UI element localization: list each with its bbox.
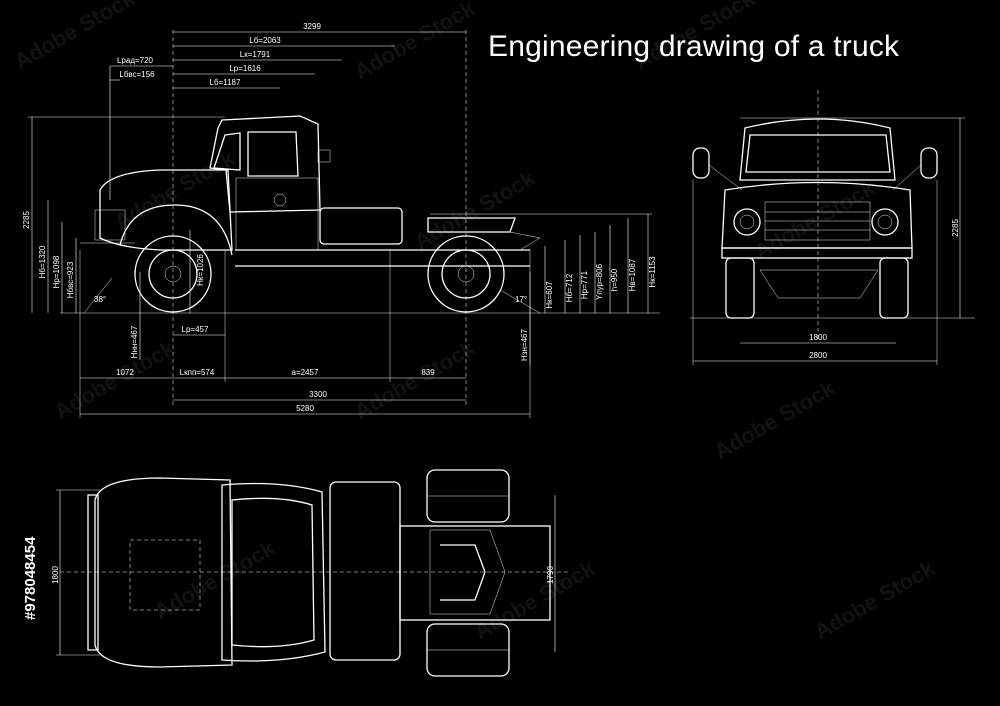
front-hood	[721, 181, 913, 249]
front-axle	[759, 269, 879, 299]
dim-839: 839	[421, 368, 435, 377]
top-dim-rear-1790: 1790	[546, 566, 555, 584]
dim-hv-1087: Hв=1087	[628, 258, 637, 291]
mirror-arm-right	[892, 164, 922, 191]
top-cab-roof	[231, 497, 315, 648]
page-title: Engineering drawing of a truck	[488, 30, 900, 63]
front-wheel-left	[725, 257, 755, 319]
front-cab-roof	[739, 118, 896, 181]
top-view: 1800 1790	[51, 469, 570, 677]
front-wheel-rim	[148, 249, 198, 299]
dim-lr-1616: Lр=1616	[229, 64, 261, 73]
front-wheel-right	[879, 257, 909, 319]
dim-lkpp-574: Lкпп=574	[180, 368, 215, 377]
side-bottom-dimensions: Lр=457 1072 Lкпп=574 a=2457 839 3300 528…	[79, 250, 531, 418]
dim-lb-1187: Lб=1187	[210, 78, 241, 87]
top-coupling	[440, 544, 486, 601]
front-fender	[119, 204, 233, 256]
grille-side	[94, 209, 126, 241]
watermark: Adobe Stock	[150, 535, 280, 624]
stock-id-label: #978048454	[2, 470, 39, 620]
top-cab	[221, 482, 326, 662]
dim-1072: 1072	[116, 368, 134, 377]
front-view: 2285 1800 2800	[690, 90, 975, 365]
departure-angle-line	[499, 289, 541, 314]
windshield	[213, 132, 241, 171]
top-fifth-wheel	[429, 529, 506, 615]
dim-ypur-806: Yпур=806	[595, 263, 604, 300]
dim-hzn-467: Hзн=467	[520, 329, 529, 361]
dim-overall-3299: 3299	[303, 22, 321, 31]
mirror	[317, 149, 331, 163]
side-left-heights: 2285 Hб=1320 Hр=1098 Hбвс=923 Hк=1026 Hн…	[22, 116, 225, 360]
dim-hr-771: Hр=771	[580, 270, 589, 299]
front-dim-track-1800: 1800	[809, 333, 827, 342]
top-front-bumper	[87, 494, 99, 651]
front-dim-width-2800: 2800	[809, 351, 827, 360]
watermark-pattern: Adobe Stock Adobe Stock Adobe Stock Adob…	[10, 0, 940, 644]
cab-door	[235, 177, 319, 251]
top-rear-frame	[399, 525, 551, 621]
watermark: Adobe Stock	[750, 175, 880, 264]
headlight-right	[871, 208, 899, 236]
cab-door-window	[247, 131, 299, 177]
dim-lb-2063: Lб=2063	[249, 36, 281, 45]
headlight-left	[733, 208, 761, 236]
dim-length-5280: 5280	[296, 404, 314, 413]
rear-fender	[509, 231, 541, 251]
rear-wheel-rim	[441, 249, 491, 299]
dim-h-950: h=950	[610, 268, 619, 291]
side-right-heights: Hк=607 Hб=712 Hр=771 Yпур=806 h=950 Hв=1…	[430, 213, 657, 365]
dim-lr-457: Lр=457	[182, 325, 209, 334]
front-hub	[164, 265, 182, 283]
front-windshield	[745, 134, 891, 173]
dim-angle-17: 17°	[515, 295, 527, 304]
rear-wheel	[427, 235, 505, 313]
dim-angle-38: 38°	[94, 295, 106, 304]
dim-hnn-467: Hнн=467	[130, 325, 139, 358]
watermark: Adobe Stock	[350, 0, 480, 84]
dim-hk-1153: Hк=1153	[648, 256, 657, 288]
watermark: Adobe Stock	[50, 335, 180, 424]
top-dim-front-1800: 1800	[51, 566, 60, 584]
dim-height-2285: 2285	[22, 211, 31, 229]
door-handle	[273, 193, 287, 207]
dim-wheelbase-3300: 3300	[309, 390, 327, 399]
dim-lrad-720: Lрад=720	[117, 56, 154, 65]
stock-id-text: #978048454	[22, 536, 39, 620]
rear-hub	[457, 265, 475, 283]
approach-angle-line	[83, 277, 113, 314]
dim-hbvs-923: Hбвс=923	[66, 261, 75, 298]
side-view: 3299 Lб=2063 Lк=1791 Lр=1616 Lб=1187 Lра…	[22, 22, 660, 418]
front-bumper	[721, 247, 913, 259]
truck-side-body	[80, 115, 541, 313]
dim-lk-1791: Lк=1791	[240, 50, 271, 59]
watermark: Adobe Stock	[110, 145, 240, 234]
watermark: Adobe Stock	[350, 335, 480, 424]
watermark: Adobe Stock	[810, 555, 940, 644]
front-mirror-left	[692, 147, 710, 179]
fuel-tank	[319, 207, 403, 245]
dim-hb-712: Hб=712	[565, 273, 574, 302]
dim-a-2457: a=2457	[292, 368, 319, 377]
front-dim-height-2285: 2285	[951, 219, 960, 237]
mirror-arm-left	[708, 164, 743, 191]
dim-hk-1026: Hк=1026	[196, 254, 205, 286]
top-engine-outline	[129, 539, 201, 611]
top-fuel-tank	[329, 481, 401, 661]
dim-hb-1320: Hб=1320	[38, 245, 47, 278]
dim-lbvs-156: Lбвс=156	[119, 70, 155, 79]
watermark: Adobe Stock	[410, 165, 540, 254]
watermark: Adobe Stock	[470, 555, 600, 644]
front-wheel	[134, 235, 212, 313]
front-mirror-right	[920, 147, 938, 179]
side-top-dimensions: 3299 Lб=2063 Lк=1791 Lр=1616 Lб=1187 Lра…	[109, 22, 466, 200]
dim-hr-1098: Hр=1098	[52, 255, 61, 288]
dim-hk-607: Hк=607	[545, 281, 554, 309]
watermark: Adobe Stock	[710, 375, 840, 464]
top-hood	[94, 477, 233, 668]
